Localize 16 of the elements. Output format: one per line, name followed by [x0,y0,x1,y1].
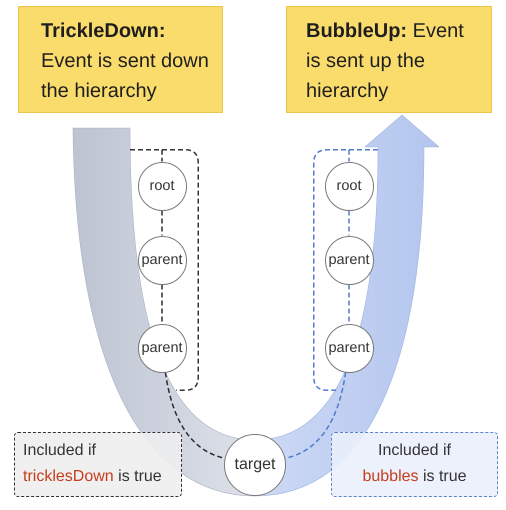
connector-line [161,284,163,324]
dashed-note-box: Included if bubbles is true [331,432,498,497]
connector-line [348,150,350,162]
node-circle: root [138,162,186,210]
node-circle: parent [324,324,374,372]
connector-line [161,210,163,236]
node-circle: root [324,162,374,210]
dashed-note-box: Included if tricklesDown is true [14,432,182,497]
connector-line [348,210,350,236]
connector-line [164,372,225,460]
sticky-note: TrickleDown: Event is sent down the hierarchy [18,6,223,113]
sticky-note: BubbleUp: Event is sent up the hierarchy [286,6,492,113]
connector-line [348,284,350,324]
connector-line [161,150,163,162]
node-circle: parent [324,236,374,284]
node-circle: parent [138,236,186,284]
